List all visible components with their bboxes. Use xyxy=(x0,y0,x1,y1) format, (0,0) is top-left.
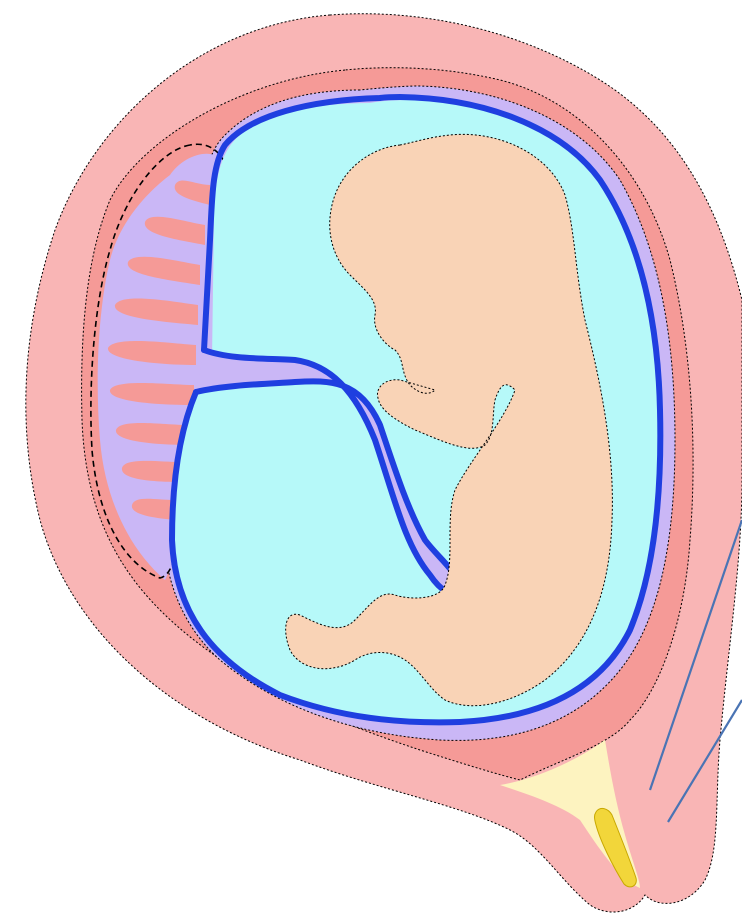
embryo-in-uterus-diagram xyxy=(0,0,742,921)
diagram-canvas xyxy=(0,0,742,921)
